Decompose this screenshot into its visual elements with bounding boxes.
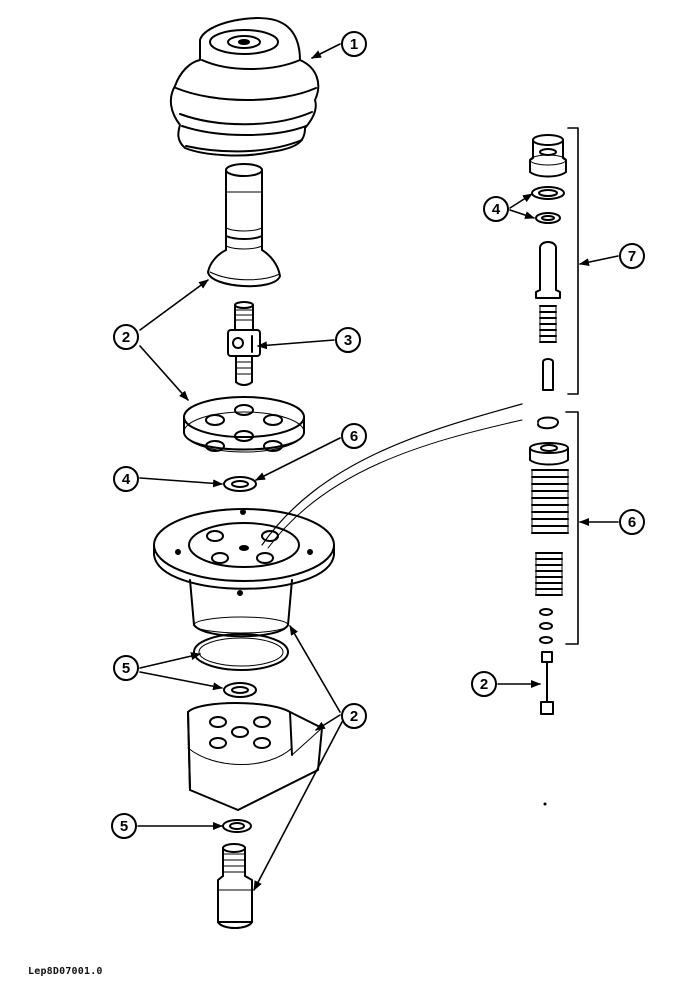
pin xyxy=(540,651,554,715)
top-plate xyxy=(183,396,305,453)
callout-6-left: 6 xyxy=(350,428,358,445)
callout-5-upper: 5 xyxy=(122,660,130,677)
seal-ring xyxy=(223,476,257,492)
figure-reference: Lep8D07001.0 xyxy=(28,966,103,977)
callout-4-left: 4 xyxy=(122,471,131,488)
valve-subassembly-7 xyxy=(529,134,567,391)
flange-body xyxy=(153,508,335,638)
scan-dot xyxy=(543,802,547,806)
small-seal-lower xyxy=(222,819,252,833)
leader-lines xyxy=(137,43,619,891)
bracket-7 xyxy=(567,127,579,395)
callout-2-left: 2 xyxy=(122,329,130,346)
o-ring xyxy=(193,633,289,671)
lever-assembly xyxy=(207,163,281,288)
callout-2-right: 2 xyxy=(480,676,488,693)
callout-circles xyxy=(111,31,645,839)
routing-curve xyxy=(261,403,523,546)
callout-7: 7 xyxy=(628,248,636,265)
rubber-boot xyxy=(169,17,320,157)
callout-6-right: 6 xyxy=(628,514,636,531)
callout-5-lower: 5 xyxy=(120,818,128,835)
callout-4-right: 4 xyxy=(492,201,501,218)
valve-subassembly-6 xyxy=(529,416,569,644)
universal-joint xyxy=(227,301,261,386)
routing-curve-2 xyxy=(267,419,523,549)
bracket-6 xyxy=(565,411,579,645)
threaded-stud xyxy=(217,843,253,929)
lower-housing xyxy=(187,702,323,811)
callout-1: 1 xyxy=(350,36,358,53)
callout-3: 3 xyxy=(344,332,352,349)
callout-2-lower: 2 xyxy=(350,708,358,725)
small-seal-upper xyxy=(223,682,257,698)
